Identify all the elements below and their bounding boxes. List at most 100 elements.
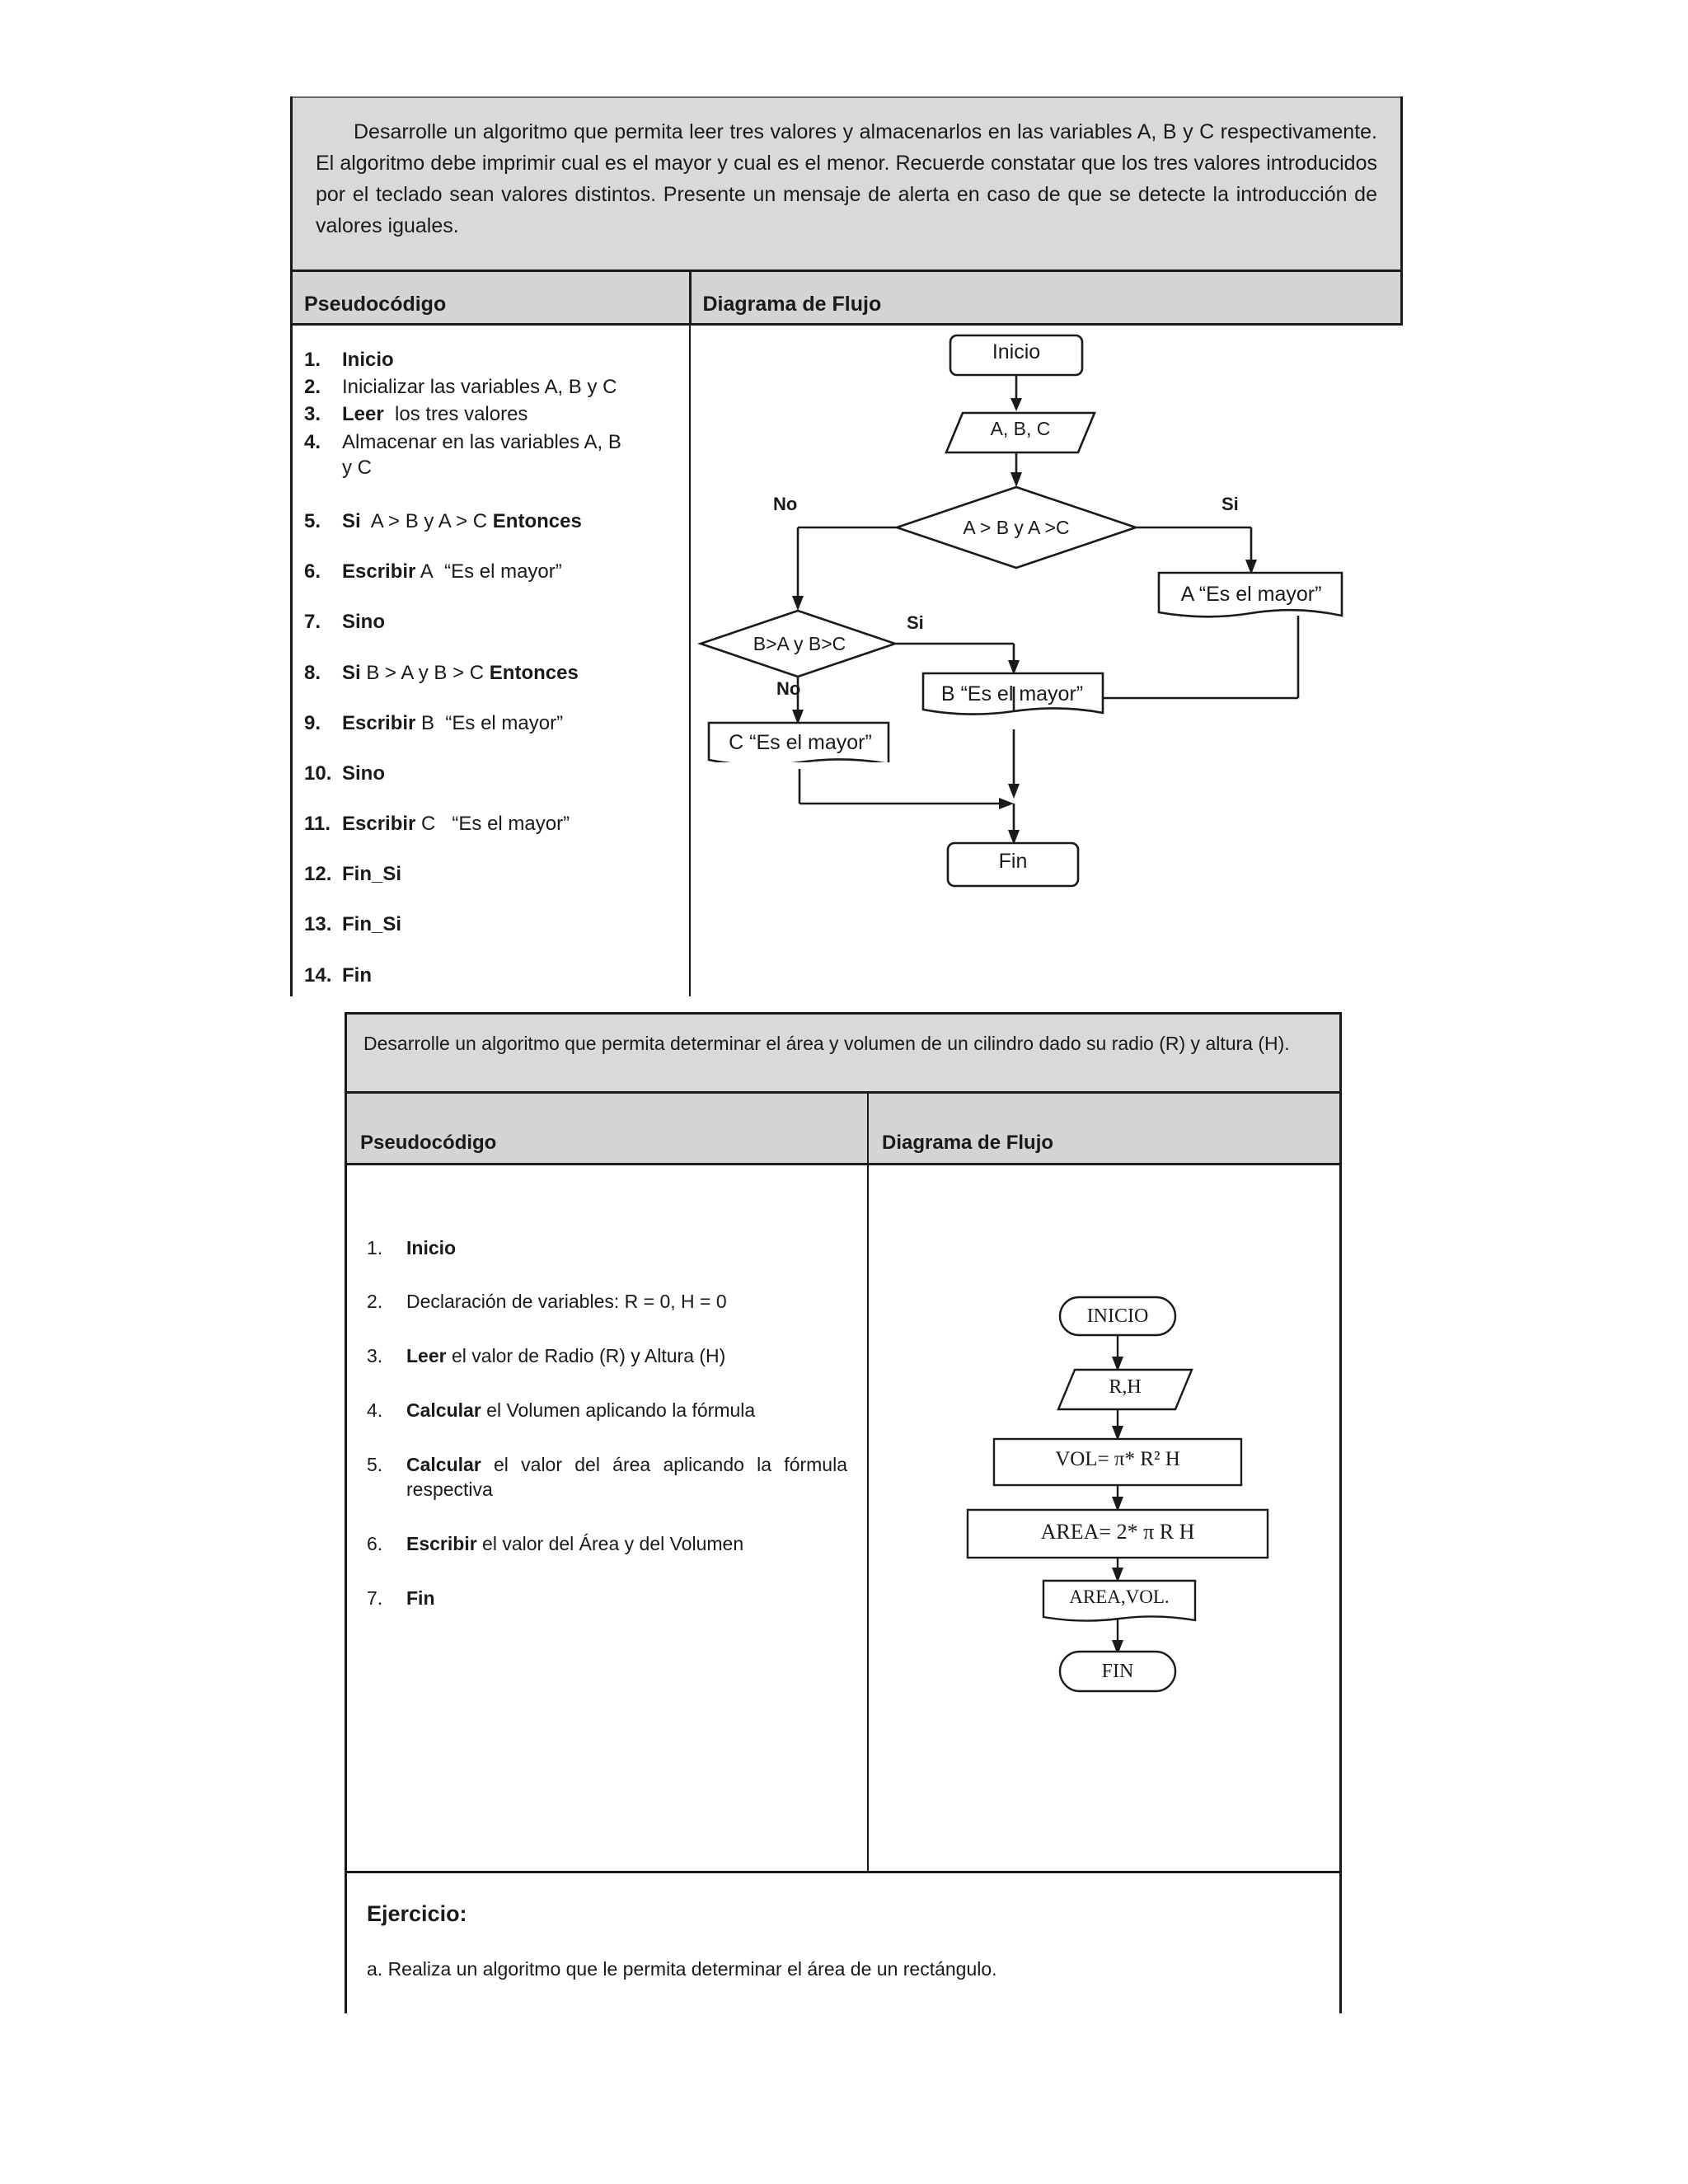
list-item: 6. Escribir el valor del Área y del Volu… <box>367 1532 847 1557</box>
list-item-number: 13. <box>304 913 332 936</box>
list-item: 13. Fin_Si <box>304 912 679 937</box>
list-item-text: Sino <box>342 762 385 785</box>
flow-node-output-b-label: B “Es el mayor” <box>940 682 1084 705</box>
exercise-section-cell: Ejercicio: a. Realiza un algoritmo que l… <box>345 1870 1342 2013</box>
list-item: 2. Declaración de variables: R = 0, H = … <box>367 1290 847 1315</box>
list-item: 7. Sino <box>304 609 679 635</box>
flow2-node-input-label: R,H <box>1109 1376 1142 1398</box>
flow-node-start-label: Inicio <box>992 340 1041 363</box>
list-item: 1. Inicio <box>304 347 679 373</box>
flow-node-output-c-label: C “Es el mayor” <box>729 731 872 754</box>
list-item: 6. Escribir A “Es el mayor” <box>304 559 679 584</box>
list-item: 8. Si B > A y B > C Entonces <box>304 660 679 686</box>
flow2-node-volume-label: VOL= π* R² H <box>1055 1447 1180 1470</box>
flow-node-output-c-shape <box>707 721 890 762</box>
list-item: 10. Sino <box>304 761 679 786</box>
list-item-number: 6. <box>367 1532 383 1554</box>
list-item-text: Inicializar las variables A, B y C <box>342 376 617 399</box>
flow-node-decision-2-label: B>A y B>C <box>753 633 846 654</box>
list-item-number: 7. <box>304 611 321 634</box>
list-item: 11. Escribir C “Es el mayor” <box>304 811 679 837</box>
flow2-node-output-label: AREA,VOL. <box>1069 1586 1170 1607</box>
exercise-1-pseudocode-cell: 1. Inicio 2. Inicializar las variables A… <box>290 324 691 996</box>
list-item-text: Calcular el valor del área aplicando la … <box>406 1454 847 1500</box>
list-item-text: Declaración de variables: R = 0, H = 0 <box>406 1291 727 1313</box>
flow2-node-end-shape <box>1058 1650 1177 1692</box>
exercise-1-pseudocode-header: Pseudocódigo <box>290 269 690 326</box>
list-item-number: 14. <box>304 963 332 987</box>
exercise-1-prompt-text: Desarrolle un algoritmo que permita leer… <box>316 120 1377 237</box>
list-item: 5. Calcular el valor del área aplicando … <box>367 1453 847 1502</box>
list-item-text: Leer los tres valores <box>342 403 528 426</box>
flow2-node-end-label: FIN <box>1101 1660 1134 1682</box>
exercise-1-prompt-cell: Desarrolle un algoritmo que permita leer… <box>290 96 1403 271</box>
exercise-1-flowchart-header: Diagrama de Flujo <box>688 269 1403 326</box>
list-item-text: Inicio <box>342 349 394 371</box>
flow2-node-volume-shape <box>992 1437 1243 1486</box>
flow-node-decision-1-label: A > B y A >C <box>963 517 1070 538</box>
list-item-number: 1. <box>367 1236 383 1258</box>
list-item-number: 4. <box>367 1399 383 1422</box>
flow-edge-label-dec2-si: Si <box>907 612 924 633</box>
list-item: 7. Fin <box>367 1586 847 1611</box>
exercise-2-flowchart-header: Diagrama de Flujo <box>868 1090 1342 1165</box>
list-item-text: Escribir B “Es el mayor” <box>342 711 564 734</box>
flow2-node-area-shape <box>966 1508 1269 1558</box>
exercise-1-header-row: Pseudocódigo Diagrama de Flujo <box>290 269 1403 326</box>
exercise-1-table: Desarrolle un algoritmo que permita leer… <box>290 96 1403 996</box>
exercise-2-prompt-cell: Desarrolle un algoritmo que permita dete… <box>345 1012 1342 1093</box>
flow-node-input-label: A, B, C <box>990 418 1051 439</box>
flow-edge-label-dec1-no: No <box>773 494 798 514</box>
exercise-section-row: Ejercicio: a. Realiza un algoritmo que l… <box>345 1870 1342 2013</box>
exercise-2-pseudocode-cell: 1. Inicio 2. Declaración de variables: R… <box>345 1164 869 1872</box>
exercise-section-title: Ejercicio: <box>367 1900 467 1926</box>
list-item: 14. Fin <box>304 963 679 988</box>
exercise-1-prompt-row: Desarrolle un algoritmo que permita leer… <box>290 96 1403 271</box>
list-item-number: 11. <box>304 813 331 836</box>
exercise-1-flowchart-cell: Inicio A, B, C A > B y A >C A “Es el may… <box>690 324 1402 996</box>
flow-node-input-shape <box>945 411 1096 454</box>
exercise-1-pseudocode-list: 1. Inicio 2. Inicializar las variables A… <box>304 347 679 988</box>
exercise-2-prompt-row: Desarrolle un algoritmo que permita dete… <box>345 1012 1342 1093</box>
list-item-number: 12. <box>304 863 332 886</box>
exercise-2-flowchart-svg <box>966 1296 1269 1692</box>
list-item-number: 5. <box>304 509 321 532</box>
flow2-node-output-shape <box>1042 1579 1197 1622</box>
list-item: 2. Inicializar las variables A, B y C <box>304 374 679 400</box>
flow-edge-label-dec1-si: Si <box>1221 494 1239 514</box>
list-item: 12. Fin_Si <box>304 861 679 887</box>
list-item-number: 5. <box>367 1454 383 1476</box>
flow-edge-label-dec2-no: No <box>776 678 801 699</box>
list-item-text: Escribir A “Es el mayor” <box>342 560 562 583</box>
flow-node-end-shape <box>946 841 1080 888</box>
list-item-number: 9. <box>304 711 321 734</box>
list-item-text: Leer el valor de Radio (R) y Altura (H) <box>406 1345 726 1367</box>
list-item-text: Fin_Si <box>342 863 402 886</box>
exercise-2-flowchart-cell: INICIO R,H VOL= π* R² H AREA= 2* π R H A… <box>868 1164 1342 1872</box>
list-item-text: Sino <box>342 611 385 634</box>
list-item: 3. Leer el valor de Radio (R) y Altura (… <box>367 1344 847 1369</box>
list-item: 5. Si A > B y A > C Entonces <box>304 509 679 534</box>
list-item-text: Fin_Si <box>342 913 402 936</box>
flow2-node-area-label: AREA= 2* π R H <box>1040 1519 1195 1544</box>
exercise-2-table: Desarrolle un algoritmo que permita dete… <box>345 1012 1342 2013</box>
list-item: 1. Inicio <box>367 1236 847 1261</box>
keyword-leer: Leer <box>342 403 384 426</box>
list-item-text: Inicio <box>406 1236 457 1258</box>
list-item-text: Calcular el Volumen aplicando la fórmula <box>406 1399 756 1422</box>
list-item-number: 8. <box>304 661 321 684</box>
list-item-text: Escribir el valor del Área y del Volumen <box>406 1532 744 1554</box>
flow2-node-input-shape <box>1057 1368 1193 1410</box>
list-item-number: 2. <box>367 1291 383 1313</box>
list-item-number: 7. <box>367 1586 383 1609</box>
list-item: 3. Leer los tres valores <box>304 401 679 427</box>
list-item-number: 3. <box>304 403 321 426</box>
list-item-number: 6. <box>304 560 321 583</box>
flow-node-decision-1-shape <box>893 485 1140 569</box>
exercise-2-header-row: Pseudocódigo Diagrama de Flujo <box>345 1090 1342 1165</box>
exercise-2-body-row: 1. Inicio 2. Declaración de variables: R… <box>345 1164 1342 1872</box>
exercise-section-item: a. Realiza un algoritmo que le permita d… <box>367 1957 997 1980</box>
list-item: 9. Escribir B “Es el mayor” <box>304 710 679 736</box>
